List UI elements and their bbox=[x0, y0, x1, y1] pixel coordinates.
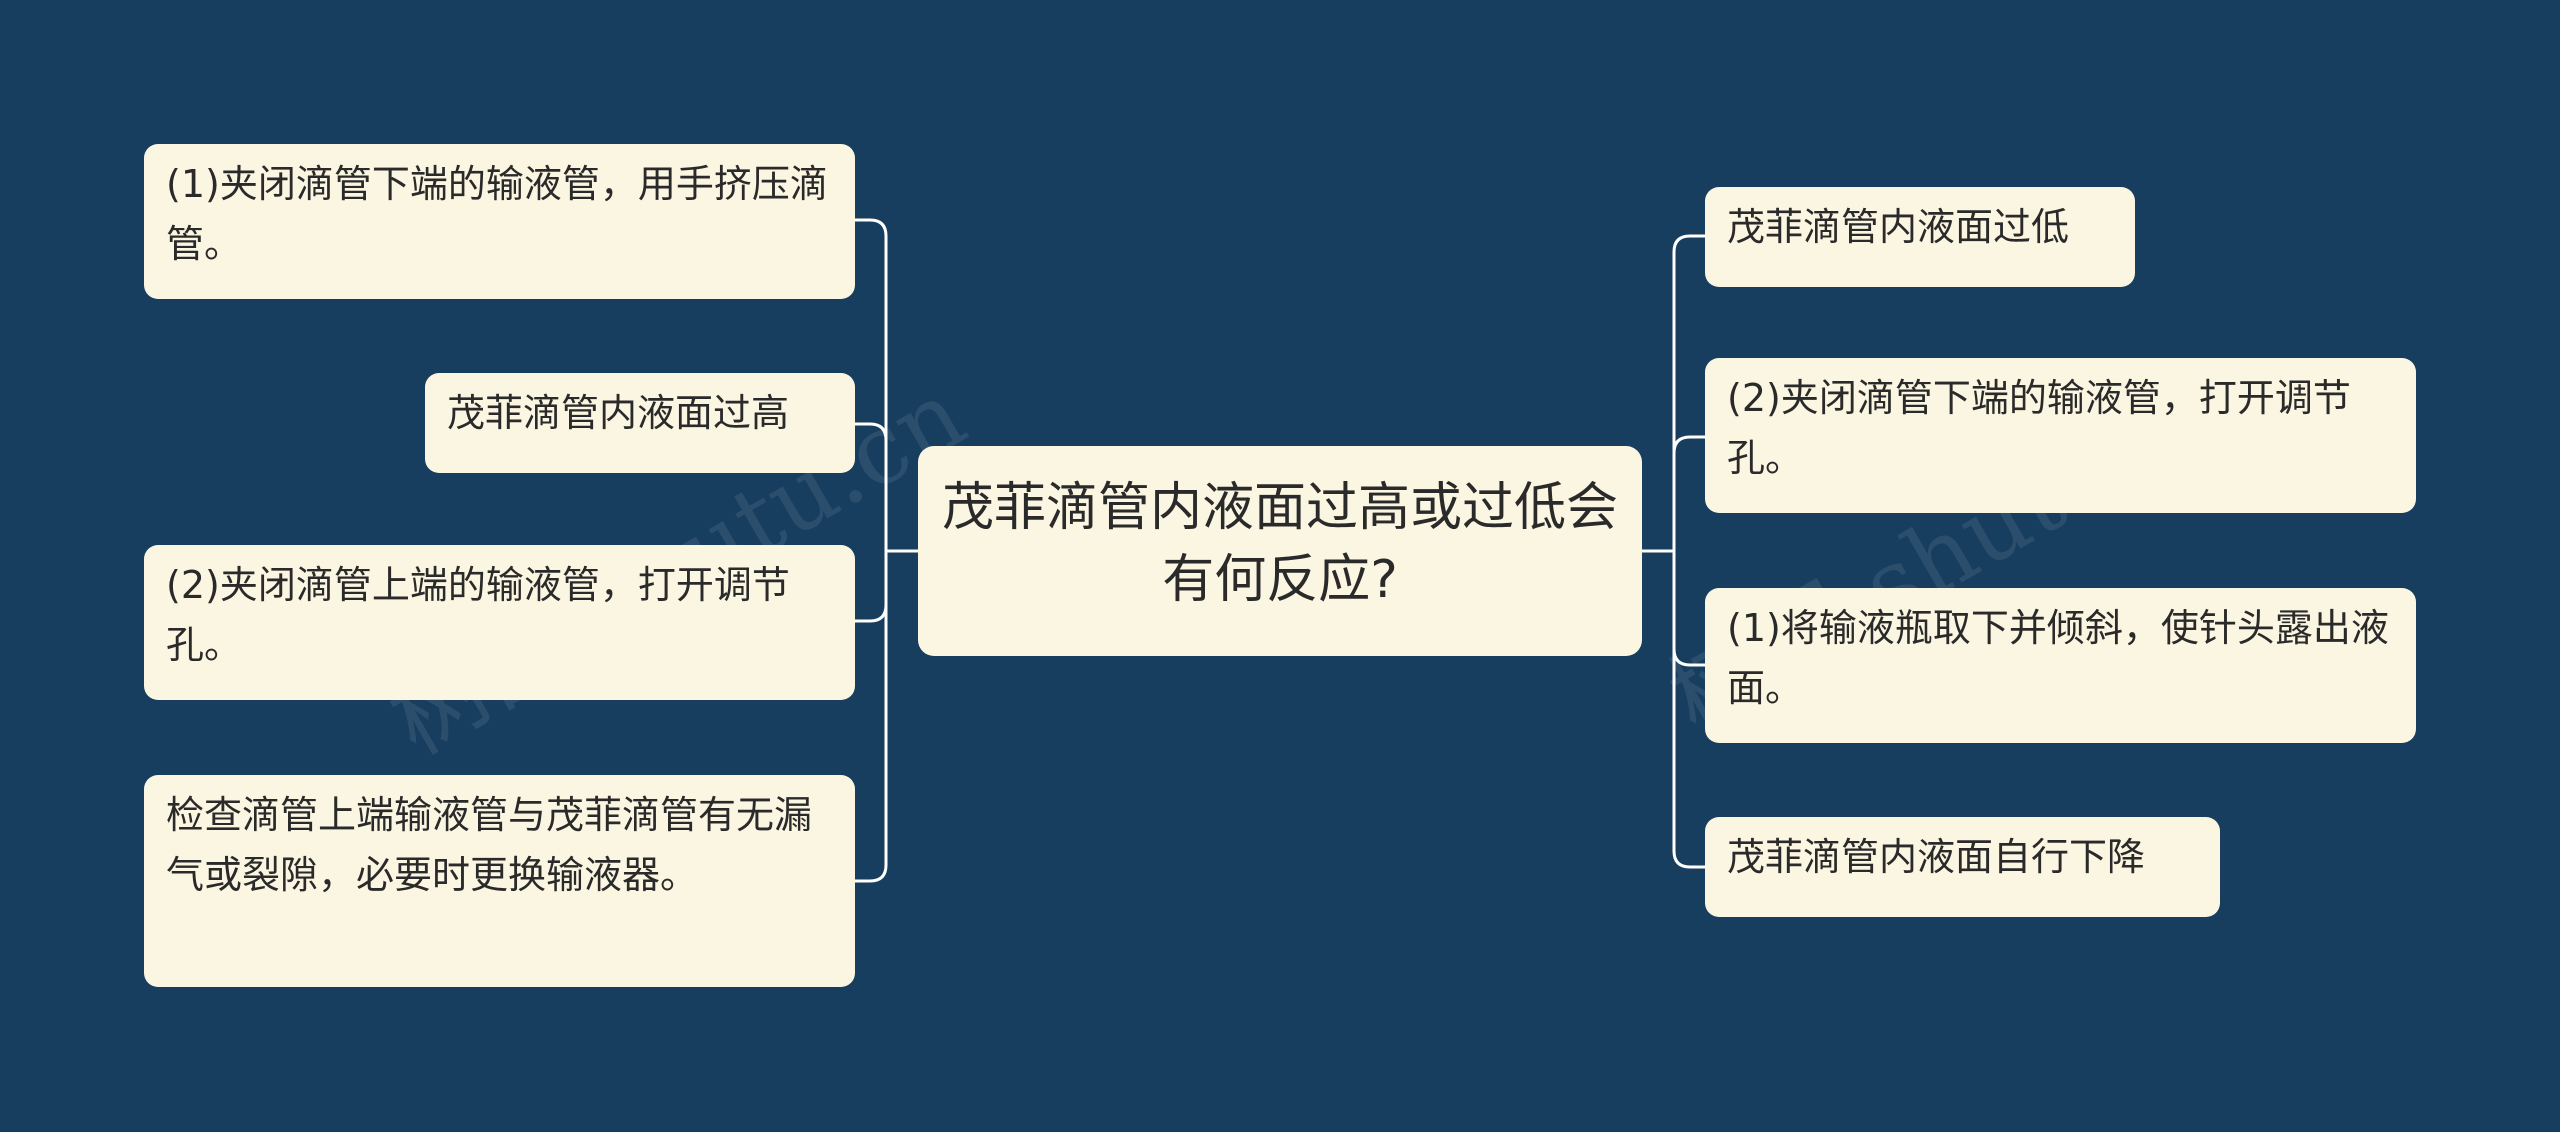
connector-left-3 bbox=[853, 603, 888, 623]
connector-left-2 bbox=[853, 422, 888, 442]
right-node-3[interactable]: (1)将输液瓶取下并倾斜，使针头露出液面。 bbox=[1705, 588, 2416, 743]
right-node-4[interactable]: 茂菲滴管内液面自行下降 bbox=[1705, 817, 2220, 917]
connector-left-1 bbox=[853, 218, 888, 238]
connector-right-3 bbox=[1672, 647, 1707, 667]
connector-right-1 bbox=[1672, 234, 1707, 254]
connector-left-4 bbox=[853, 863, 888, 883]
left-node-2[interactable]: 茂菲滴管内液面过高 bbox=[425, 373, 855, 473]
left-node-1[interactable]: (1)夹闭滴管下端的输液管，用手挤压滴管。 bbox=[144, 144, 855, 299]
left-node-3[interactable]: (2)夹闭滴管上端的输液管，打开调节孔。 bbox=[144, 545, 855, 700]
connector-right-2 bbox=[1672, 435, 1707, 455]
connector-right-4 bbox=[1672, 849, 1707, 869]
center-topic[interactable]: 茂菲滴管内液面过高或过低会有何反应? bbox=[918, 446, 1642, 656]
right-node-2[interactable]: (2)夹闭滴管下端的输液管，打开调节孔。 bbox=[1705, 358, 2416, 513]
left-node-4[interactable]: 检查滴管上端输液管与茂菲滴管有无漏气或裂隙，必要时更换输液器。 bbox=[144, 775, 855, 987]
right-node-1[interactable]: 茂菲滴管内液面过低 bbox=[1705, 187, 2135, 287]
